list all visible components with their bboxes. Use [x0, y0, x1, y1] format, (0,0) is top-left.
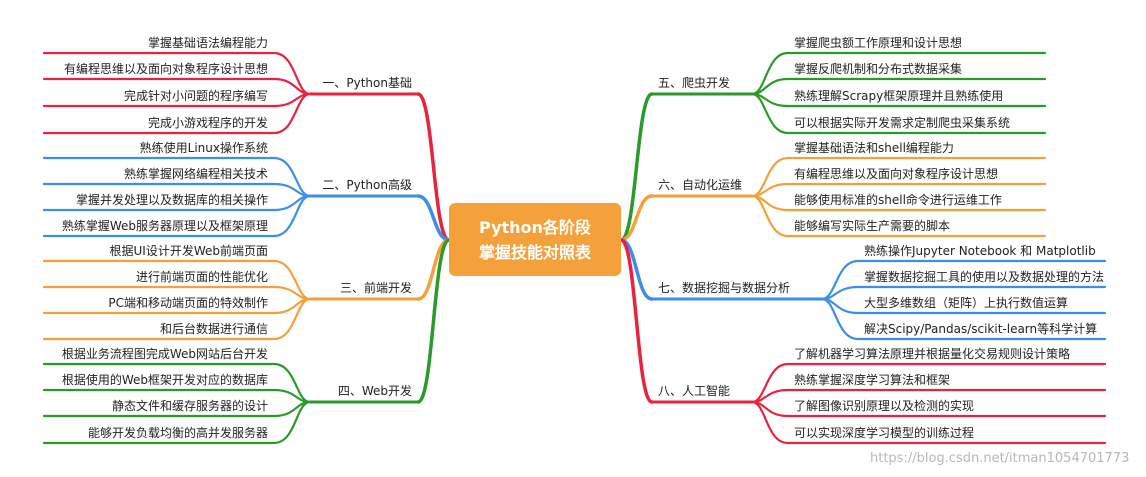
leaf-label: 熟练操作Jupyter Notebook 和 Matplotlib	[864, 244, 1096, 258]
leaf-label: 熟练掌握网络编程相关技术	[123, 167, 268, 181]
leaf-label: 熟练理解Scrapy框架原理并且熟练使用	[794, 89, 1004, 103]
central-topic-line-2: 掌握技能对照表	[478, 242, 591, 262]
connector-line	[42, 400, 312, 445]
leaf-label: 有编程思维以及面向对象程序设计思想	[794, 167, 999, 181]
leaf-label: 能够编写实际生产需要的脚本	[794, 219, 951, 233]
leaf-label: PC端和移动端页面的特效制作	[108, 296, 268, 310]
leaf-label: 熟练使用Linux操作系统	[139, 141, 268, 155]
leaf-label: 根据UI设计开发Web前端页面	[109, 244, 269, 258]
branch-label-5: 五、爬虫开发	[658, 76, 731, 90]
branch-label-1: 一、Python基础	[322, 76, 412, 90]
leaf-label: 和后台数据进行通信	[159, 322, 268, 336]
branch-label-7: 七、数据挖掘与数据分析	[658, 281, 791, 295]
connector-line	[42, 297, 312, 341]
leaf-label: 根据业务流程图完成Web网站后台开发	[61, 347, 268, 361]
connector-line	[416, 194, 451, 242]
leaf-label: 完成小游戏程序的开发	[147, 116, 268, 130]
branch-label-4: 四、Web开发	[337, 384, 412, 398]
connector-line	[42, 92, 312, 135]
leaf-label: 掌握数据挖掘工具的使用以及数据处理的方法	[864, 270, 1105, 284]
leaf-label: 掌握基础语法编程能力	[147, 36, 268, 50]
leaf-label: 能够使用标准的shell命令进行运维工作	[794, 193, 1002, 207]
branch-label-6: 六、自动化运维	[658, 178, 743, 192]
watermark: https://blog.csdn.net/itman1054701773	[870, 451, 1130, 466]
leaf-label: 掌握并发处理以及数据库的相关操作	[75, 193, 268, 207]
leaf-label: 熟练掌握深度学习算法和框架	[794, 373, 951, 387]
branch-label-8: 八、人工智能	[658, 384, 731, 398]
leaf-label: 进行前端页面的性能优化	[135, 270, 268, 284]
leaf-label: 了解图像识别原理以及检测的实现	[794, 399, 975, 413]
leaf-label: 可以根据实际开发需求定制爬虫采集系统	[794, 116, 1011, 130]
central-topic: Python各阶段 掌握技能对照表	[449, 203, 621, 276]
connector-line	[416, 92, 451, 242]
connector-line	[416, 238, 451, 404]
leaf-label: 了解机器学习算法原理并根据量化交易规则设计策略	[794, 347, 1071, 361]
central-topic-line-1: Python各阶段	[479, 217, 591, 237]
leaf-label: 静态文件和缓存服务器的设计	[111, 399, 268, 413]
leaf-label: 掌握反爬机制和分布式数据采集	[794, 62, 963, 76]
connector-line	[619, 194, 654, 242]
connector-line	[42, 194, 312, 238]
leaf-label: 完成针对小问题的程序编写	[123, 89, 268, 103]
leaf-label: 掌握基础语法和shell编程能力	[794, 141, 954, 155]
leaf-label: 熟练掌握Web服务器原理以及框架原理	[61, 219, 268, 233]
connector-line	[619, 238, 654, 404]
connector-line	[750, 194, 1047, 238]
branch-label-2: 二、Python高级	[322, 178, 412, 192]
leaf-label: 解决Scipy/Pandas/scikit-learn等科学计算	[864, 322, 1098, 336]
connector-line	[820, 297, 1107, 341]
leaf-label: 可以实现深度学习模型的训练过程	[794, 426, 975, 440]
connector-line	[619, 92, 654, 242]
connector-line	[750, 400, 1107, 445]
leaf-label: 根据使用的Web框架开发对应的数据库	[61, 373, 268, 387]
leaf-label: 掌握爬虫额工作原理和设计思想	[794, 36, 963, 50]
leaf-label: 大型多维数组（矩阵）上执行数值运算	[864, 296, 1069, 310]
leaf-label: 有编程思维以及面向对象程序设计思想	[63, 62, 268, 76]
branch-label-3: 三、前端开发	[339, 281, 412, 295]
connector-line	[750, 92, 1047, 135]
leaf-label: 能够开发负载均衡的高并发服务器	[87, 426, 268, 440]
